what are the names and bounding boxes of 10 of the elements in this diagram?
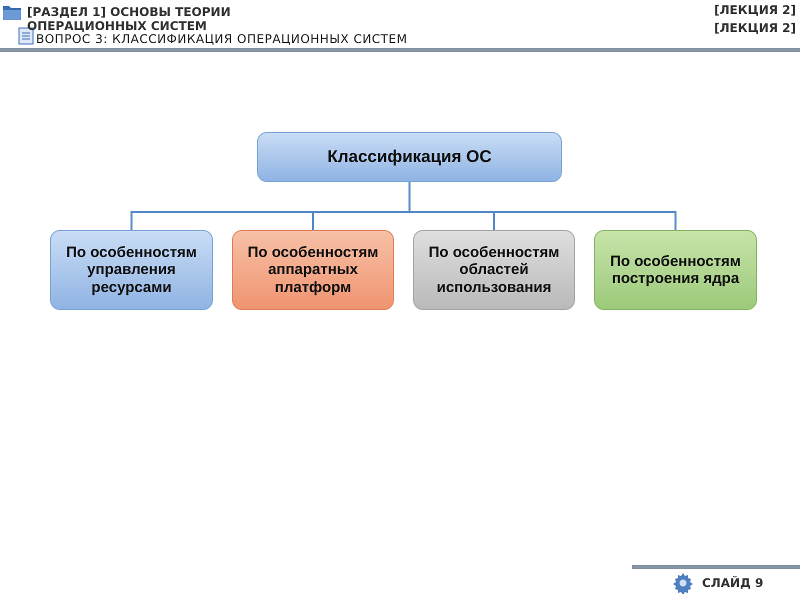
connector-line xyxy=(408,182,676,230)
section-heading: [РАЗДЕЛ 1] ОСНОВЫ ТЕОРИИ ОПЕРАЦИОННЫХ СИСТЕМ xyxy=(27,6,232,34)
lecture-label: [ЛЕКЦИЯ 2] xyxy=(713,4,796,18)
slide-number: СЛАЙД 9 xyxy=(702,577,764,591)
category-box: По особенностям управления ресурсами xyxy=(50,230,213,310)
category-box: Классификация ОС xyxy=(257,132,562,182)
lecture-label: [ЛЕКЦИЯ 2] xyxy=(713,22,796,36)
category-box: По особенностям областей использования xyxy=(413,230,575,310)
category-box: По особенностям построения ядра xyxy=(594,230,757,310)
category-box: По особенностям аппаратных платформ xyxy=(232,230,394,310)
